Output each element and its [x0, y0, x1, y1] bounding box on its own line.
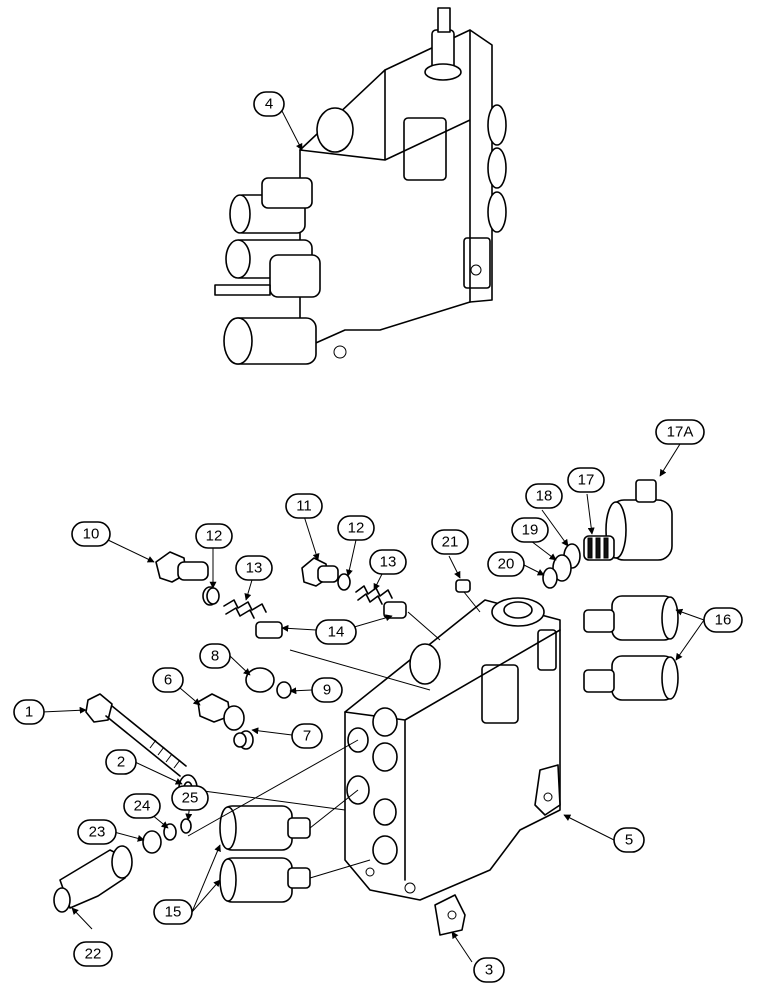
svg-text:2: 2 — [117, 754, 125, 771]
callout-1: 1 — [13, 699, 45, 725]
callout-3: 3 — [473, 957, 505, 983]
callout-17A: 17A — [655, 419, 705, 445]
callout-25: 25 — [171, 785, 209, 811]
spring-13a — [223, 599, 267, 619]
explosion-lines — [187, 591, 481, 879]
svg-text:17A: 17A — [667, 424, 694, 441]
svg-text:11: 11 — [296, 498, 312, 515]
svg-text:18: 18 — [536, 488, 553, 505]
fitting-22 — [53, 845, 133, 913]
svg-text:25: 25 — [182, 790, 199, 807]
callout-20: 20 — [487, 551, 525, 577]
callout-21: 21 — [431, 529, 469, 555]
svg-text:23: 23 — [89, 824, 106, 841]
svg-text:8: 8 — [211, 648, 219, 665]
cartridge-15 — [219, 805, 311, 903]
callout-13a: 13 — [235, 555, 273, 581]
callout-8: 8 — [199, 643, 231, 669]
nut-3 — [434, 894, 466, 936]
svg-text:13: 13 — [246, 560, 263, 577]
svg-text:24: 24 — [134, 798, 151, 815]
svg-text:7: 7 — [303, 728, 311, 745]
fitting-11 — [301, 557, 351, 591]
callout-18: 18 — [525, 483, 563, 509]
seals-9-7-12-23-24-25 — [142, 587, 247, 854]
svg-text:21: 21 — [442, 534, 459, 551]
callout-16: 16 — [703, 607, 743, 633]
callout-5: 5 — [613, 827, 645, 853]
spring-13b — [355, 585, 393, 605]
callout-9: 9 — [311, 677, 343, 703]
svg-text:15: 15 — [165, 904, 182, 921]
callout-12a: 12 — [195, 523, 233, 549]
svg-text:14: 14 — [328, 624, 345, 641]
callout-12b: 12 — [337, 515, 375, 541]
plug-21 — [455, 579, 471, 593]
svg-text:5: 5 — [625, 832, 633, 849]
svg-text:3: 3 — [485, 962, 493, 979]
svg-text:9: 9 — [323, 682, 331, 699]
svg-text:1: 1 — [25, 704, 33, 721]
callout-22: 22 — [73, 941, 113, 967]
svg-text:19: 19 — [522, 522, 539, 539]
callout-14: 14 — [315, 619, 357, 645]
callout-23: 23 — [77, 819, 117, 845]
callout-19: 19 — [511, 517, 549, 543]
plug-8 — [245, 667, 292, 699]
callout-4: 4 — [253, 91, 285, 117]
solenoid-17A — [605, 479, 673, 561]
callout-6: 6 — [152, 667, 184, 693]
assembled-valve-body — [214, 7, 507, 365]
callout-13b: 13 — [369, 549, 407, 575]
callout-7: 7 — [291, 723, 323, 749]
cartridge-16 — [583, 595, 679, 701]
svg-text:10: 10 — [83, 526, 100, 543]
cartridge-17 — [583, 535, 615, 561]
svg-text:22: 22 — [85, 946, 102, 963]
callout-17: 17 — [567, 467, 605, 493]
callout-2: 2 — [105, 749, 137, 775]
callout-15: 15 — [153, 899, 193, 925]
callout-10: 10 — [71, 521, 111, 547]
svg-text:4: 4 — [265, 96, 273, 113]
callout-11: 11 — [285, 493, 323, 519]
svg-text:20: 20 — [498, 556, 515, 573]
svg-text:6: 6 — [164, 672, 172, 689]
svg-text:12: 12 — [348, 520, 365, 537]
svg-text:17: 17 — [578, 472, 595, 489]
valve-body-exploded — [344, 597, 561, 901]
o-rings-18-19-20 — [542, 543, 581, 589]
bolt-1 — [85, 693, 187, 777]
svg-text:16: 16 — [715, 612, 732, 629]
callout-24: 24 — [123, 793, 161, 819]
svg-text:12: 12 — [206, 528, 223, 545]
leader-lines — [41, 110, 705, 963]
svg-text:13: 13 — [380, 554, 397, 571]
